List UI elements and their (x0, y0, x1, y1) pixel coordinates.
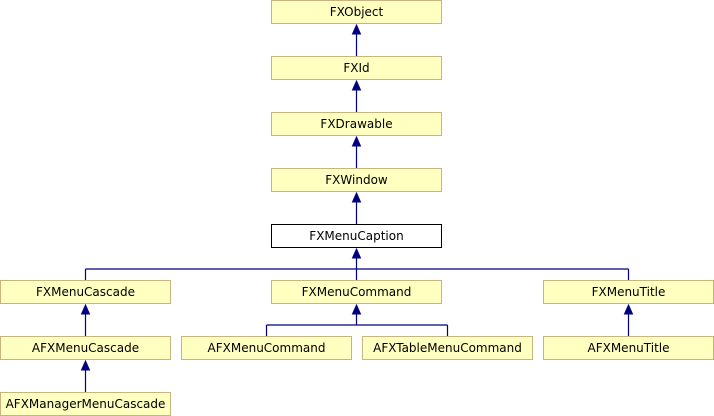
arrowhead-fxmenucaption (351, 247, 362, 259)
node-afxmenucascade[interactable]: AFXMenuCascade (0, 336, 171, 360)
node-fxid[interactable]: FXId (271, 56, 442, 80)
node-fxmenucaption: FXMenuCaption (271, 224, 442, 248)
node-afxmanagermenucascade[interactable]: AFXManagerMenuCascade (0, 392, 171, 416)
node-fxdrawable[interactable]: FXDrawable (271, 112, 442, 136)
arrowhead-fxmenucommand (351, 303, 362, 315)
node-afxtablemenucommand[interactable]: AFXTableMenuCommand (362, 336, 533, 360)
arrowhead-fxid (351, 79, 362, 91)
arrowhead-fxwindow (351, 191, 362, 203)
arrowhead-fxobject (351, 23, 362, 35)
node-fxobject[interactable]: FXObject (271, 0, 442, 24)
edge-to-fxmenucaption (84, 257, 630, 280)
node-fxmenucascade[interactable]: FXMenuCascade (0, 280, 171, 304)
node-afxmenutitle[interactable]: AFXMenuTitle (543, 336, 714, 360)
node-afxmenucommand[interactable]: AFXMenuCommand (181, 336, 352, 360)
arrowhead-fxmenucascade (80, 303, 91, 315)
edge-to-fxmenucommand (265, 313, 449, 336)
arrowhead-fxdrawable (351, 135, 362, 147)
node-fxmenucommand[interactable]: FXMenuCommand (271, 280, 442, 304)
arrowhead-fxmenutitle (623, 303, 634, 315)
arrowhead-afxmenucascade (80, 359, 91, 371)
node-fxwindow[interactable]: FXWindow (271, 168, 442, 192)
node-fxmenutitle[interactable]: FXMenuTitle (543, 280, 714, 304)
